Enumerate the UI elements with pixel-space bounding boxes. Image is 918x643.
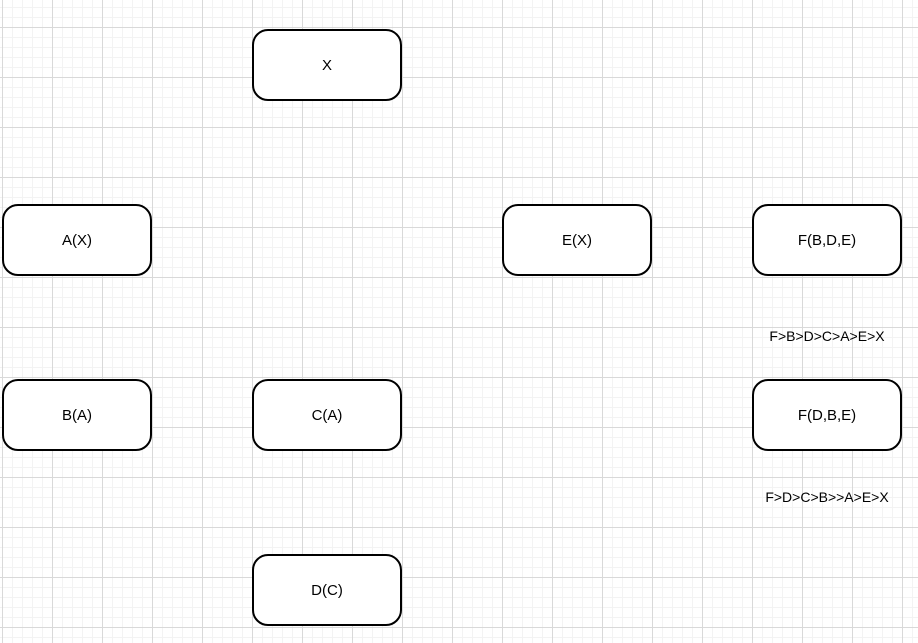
node-label: A(X) [62, 231, 92, 249]
diagram-node-f-bde[interactable]: F(B,D,E) [752, 204, 902, 276]
diagram-node-a[interactable]: A(X) [2, 204, 152, 276]
diagram-node-x[interactable]: X [252, 29, 402, 101]
annotation-preference-order-2[interactable]: F>D>C>B>>A>E>X [765, 489, 889, 505]
node-label: C(A) [311, 406, 343, 424]
node-label: B(A) [62, 406, 92, 424]
diagram-node-b[interactable]: B(A) [2, 379, 152, 451]
node-label: D(C) [311, 581, 343, 599]
diagram-node-d[interactable]: D(C) [252, 554, 402, 626]
node-label: F(D,B,E) [797, 406, 857, 424]
node-label: F(B,D,E) [797, 231, 857, 249]
node-label: X [321, 56, 332, 74]
node-label: E(X) [562, 231, 592, 249]
annotation-preference-order-1[interactable]: F>B>D>C>A>E>X [769, 328, 885, 344]
diagram-node-f-dbe[interactable]: F(D,B,E) [752, 379, 902, 451]
diagram-node-c[interactable]: C(A) [252, 379, 402, 451]
diagram-node-e[interactable]: E(X) [502, 204, 652, 276]
